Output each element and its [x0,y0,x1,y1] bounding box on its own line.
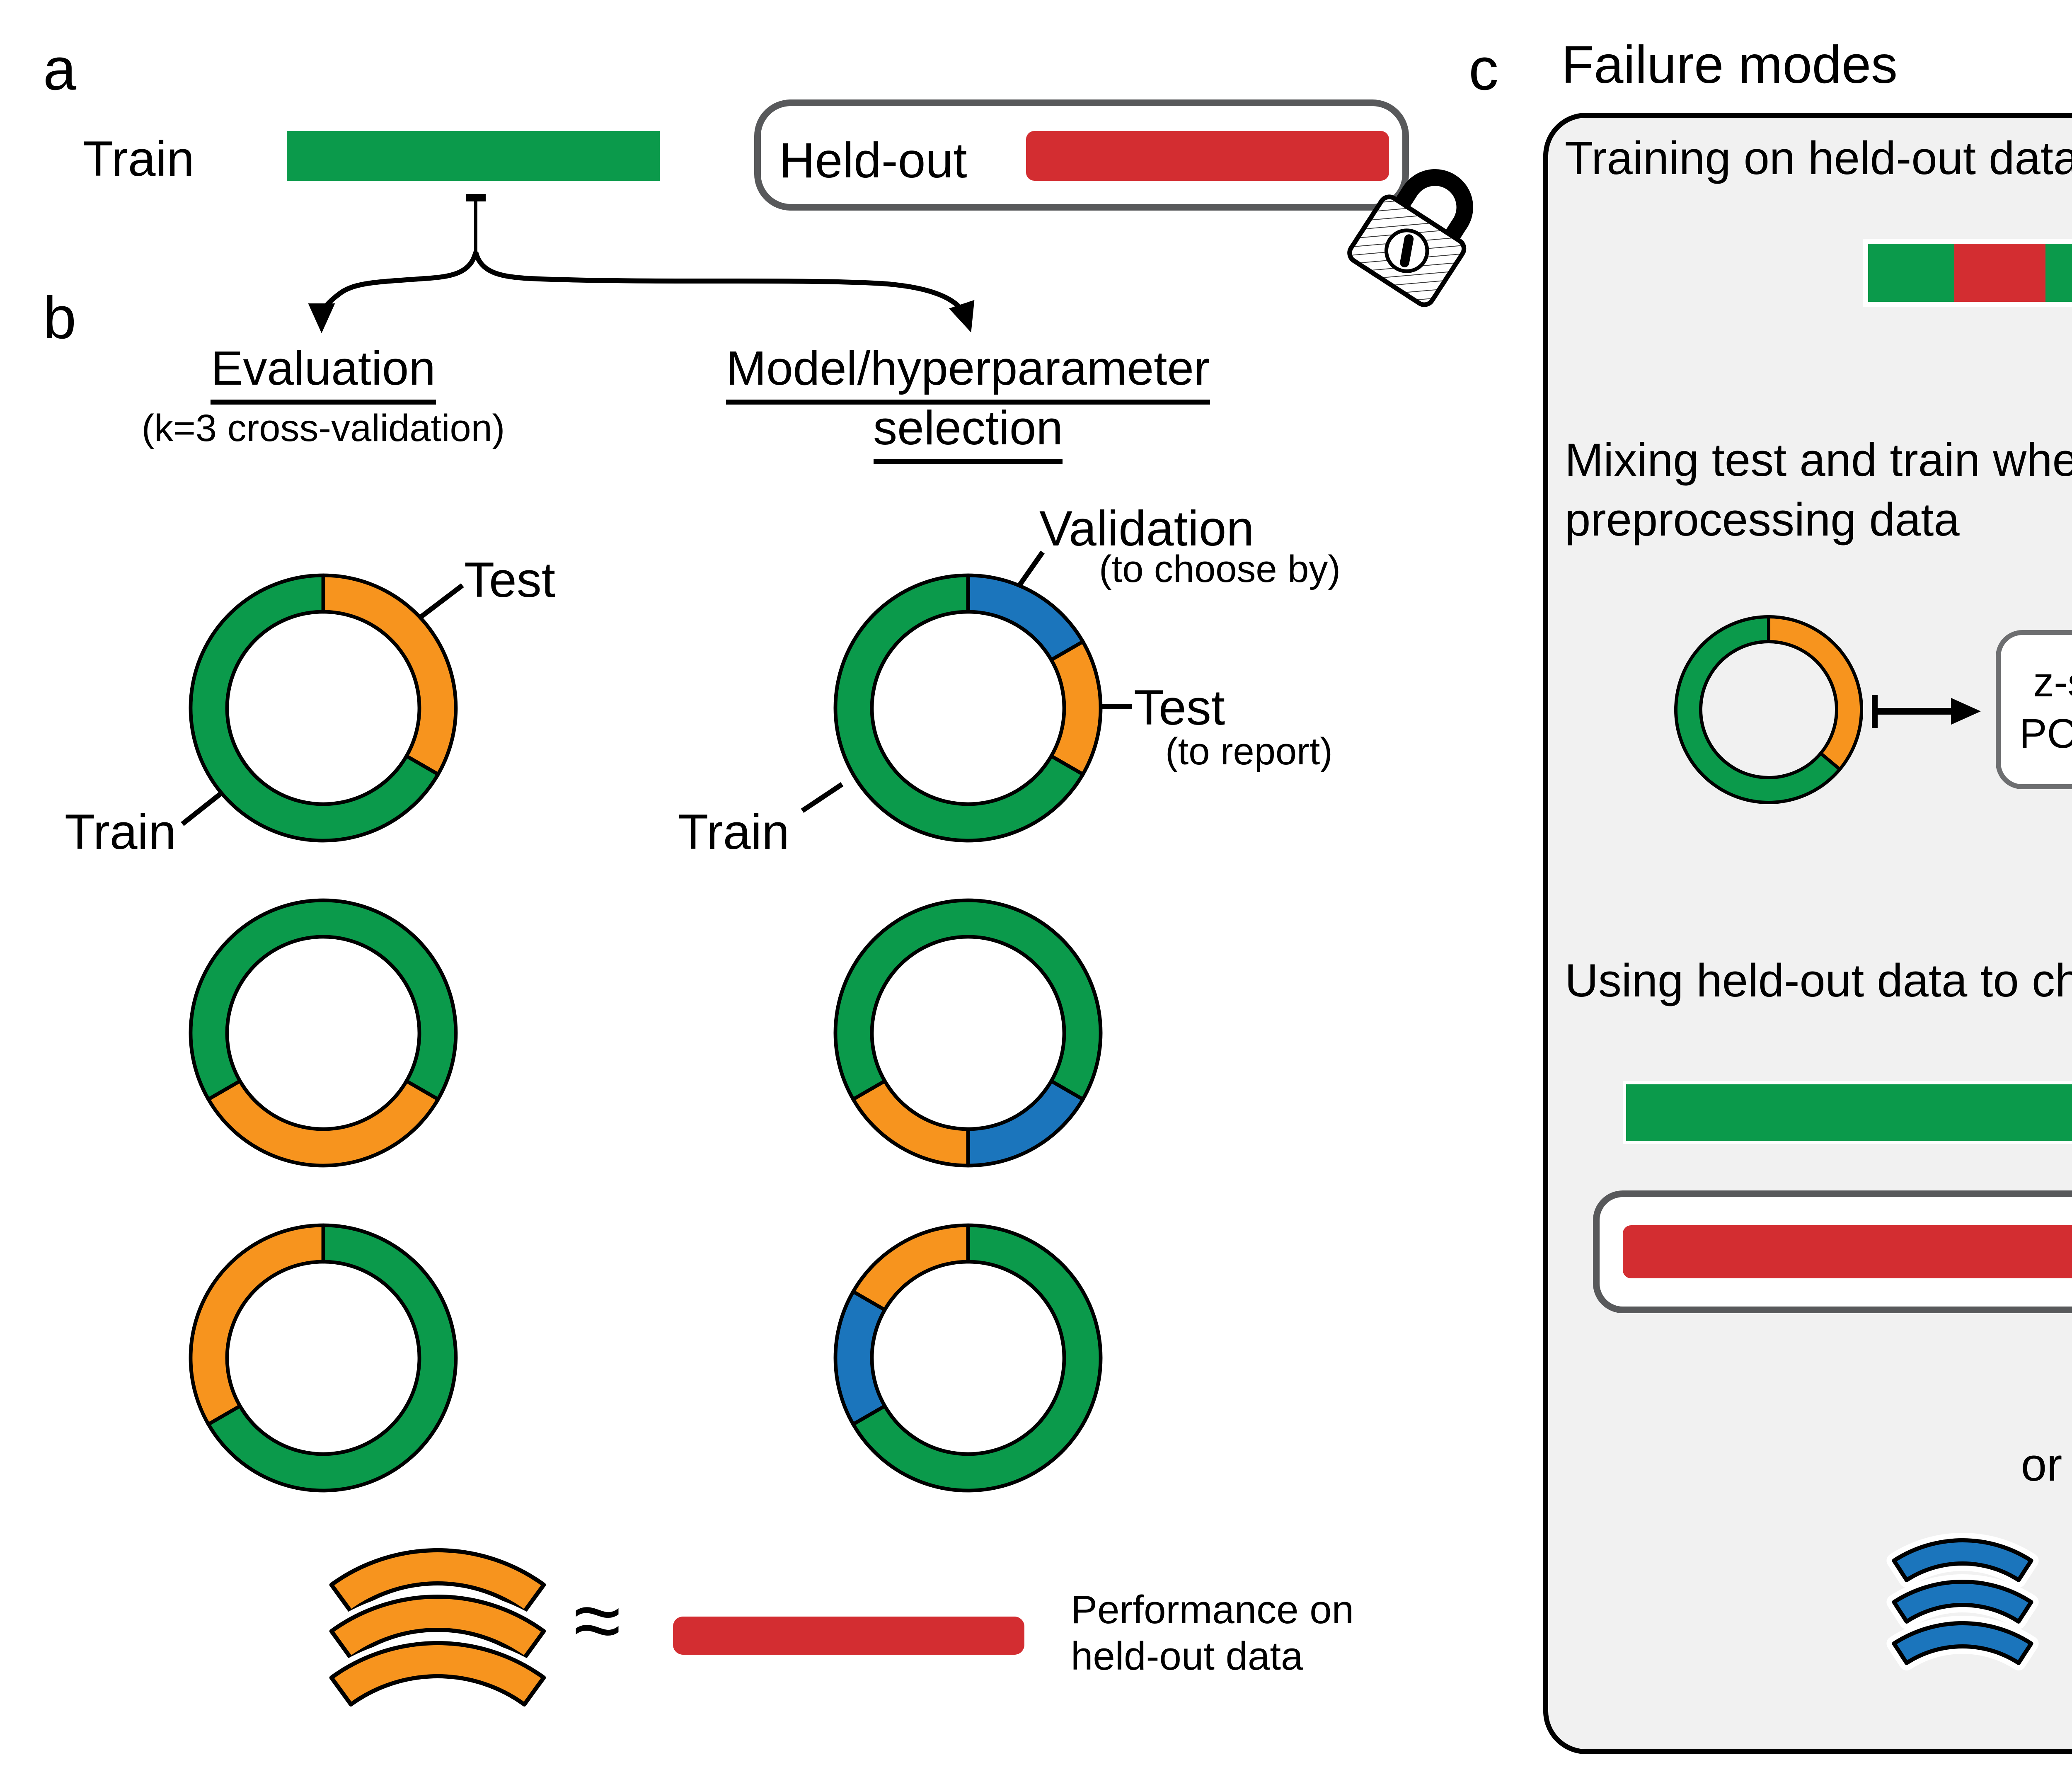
performance-bar [673,1617,1024,1655]
preprocess-line2: PCA, etc. [2019,711,2072,758]
donut-selection-fold-1 [833,573,1103,843]
donut-eval-fold-1 [189,573,458,843]
selection-heading-line2: selection [686,403,1250,465]
test1-connector-line [419,583,464,619]
approx-symbol: ≈ [574,1573,621,1670]
equals-symbol: = [2070,1565,2072,1639]
arc-stack-cv-test-results [324,1543,552,1712]
train1-connector-line [181,790,224,826]
held-out-bar-c3 [1623,1225,2072,1278]
donut-selection-fold-2 [833,898,1103,1168]
performance-caption-line2: held-out data [1071,1635,1303,1680]
panel-b-label: b [43,284,77,351]
held-out-bar [1026,131,1389,181]
section1-title: Training on held-out data [1565,133,2072,184]
performance-caption-line1: Performance on [1071,1588,1354,1633]
train2-connector-line [801,782,844,813]
held-out-label: Held-out [779,134,967,189]
selection-heading-line1: Model/hyperparameter [686,343,1250,405]
leakage-bar-segment-green [2045,244,2072,302]
leakage-bar-segment-green [1868,244,1954,302]
failure-modes-panel [1543,113,2072,1754]
arrow-to-selection [473,251,975,333]
leakage-bar [1863,239,2072,307]
connector-tick [466,194,486,201]
section2-title-line1: Mixing test and train when [1565,434,2072,486]
preprocess-box: z-score, PCA, etc. [1996,630,2072,789]
donut-eval-fold-2 [189,898,458,1168]
evaluation-heading: Evaluation [108,343,539,405]
evaluation-heading-text: Evaluation [211,343,436,405]
donut2-validation-note: (to choose by) [1099,547,1341,590]
donut2-test-note: (to report) [1165,730,1333,773]
evaluation-subtitle: (k=3 cross-validation) [141,406,505,449]
donut-selection-fold-3 [833,1223,1103,1493]
train-split-connector [308,194,975,333]
preprocess-line1: z-score, [2033,660,2072,706]
donut-label-connectors [181,550,1132,826]
panel-c-label: c [1469,35,1498,103]
failure-modes-title: Failure modes [1561,35,1898,95]
train-label: Train [83,133,194,187]
donut1-test-label: Test [464,554,556,608]
donut2-train-label: Train [678,806,789,861]
donut2-test-label: Test [1134,681,1225,736]
or-using-label: or using [2021,1439,2072,1491]
section3-title: Using held-out data to choose among mode… [1565,955,2072,1006]
section2-title-line2: preprocessing data [1565,494,1960,545]
donut1-train-label: Train [65,806,176,861]
donut-eval-fold-3 [189,1223,458,1493]
arrow-to-evaluation [308,251,478,333]
donut2-validation-label: Validation [1039,502,1254,557]
panel-a-label: a [43,35,77,103]
train-bar [287,131,660,181]
leakage-bar-segment-red [1954,244,2046,302]
train-bar-c3 [1623,1081,2072,1144]
